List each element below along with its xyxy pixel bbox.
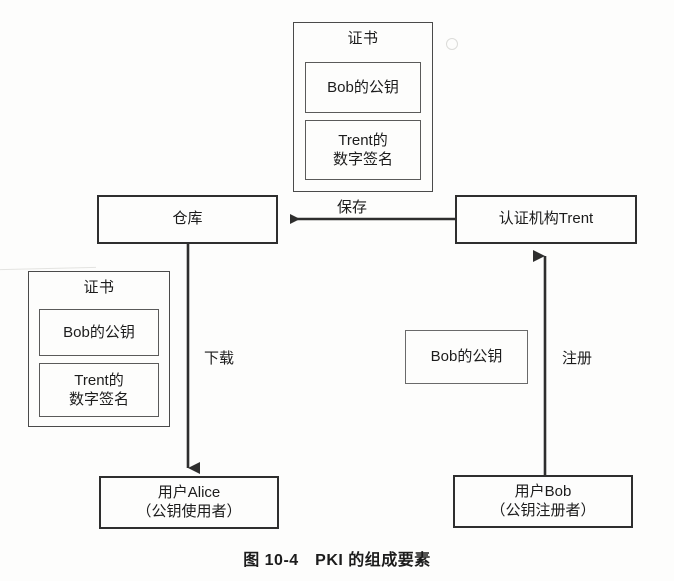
node-repository-label: 仓库 (172, 210, 203, 228)
node-certificate-authority[interactable]: 认证机构Trent (455, 195, 637, 244)
certificate-bottom-signature-label-line2: 数字签名 (68, 391, 129, 408)
node-user-bob-label-line1: 用户Bob (514, 482, 572, 500)
certificate-bottom-field-signature: Trent的 数字签名 (39, 363, 159, 417)
edge-label-download-text: 下载 (204, 350, 235, 367)
certificate-bottom-signature-label-line1: Trent的 (74, 371, 124, 389)
certificate-top-field-public-key: Bob的公钥 (305, 62, 421, 113)
bob-public-key-box: Bob的公钥 (405, 330, 528, 384)
node-user-alice-label-line2: （公钥使用者） (136, 502, 242, 520)
node-user-alice[interactable]: 用户Alice （公钥使用者） (99, 476, 279, 529)
scan-artifact (446, 38, 458, 50)
node-user-alice-label-line1: 用户Alice (157, 483, 221, 501)
certificate-top-title: 证书 (347, 30, 379, 47)
certificate-bottom-field-public-key: Bob的公钥 (39, 309, 159, 356)
node-user-bob-label-line2: （公钥注册者） (490, 501, 596, 519)
certificate-bottom-public-key-label: Bob的公钥 (63, 323, 135, 341)
edge-label-save: 保存 (337, 196, 367, 217)
figure-caption-text: 图 10-4 PKI 的组成要素 (243, 552, 431, 569)
figure-caption: 图 10-4 PKI 的组成要素 (0, 546, 674, 570)
scan-artifact (0, 266, 96, 271)
edge-label-save-text: 保存 (337, 199, 368, 216)
edge-label-register-text: 注册 (562, 350, 593, 367)
certificate-top-field-signature: Trent的 数字签名 (305, 120, 421, 180)
edge-label-download: 下载 (204, 347, 234, 368)
edge-label-register: 注册 (562, 347, 592, 368)
certificate-top-signature-label-line2: 数字签名 (332, 151, 393, 168)
certificate-top-public-key-label: Bob的公钥 (327, 78, 399, 96)
bob-public-key-label: Bob的公钥 (430, 347, 503, 365)
certificate-top-signature-label-line1: Trent的 (338, 131, 388, 149)
node-repository[interactable]: 仓库 (97, 195, 278, 244)
certificate-bottom-title: 证书 (83, 279, 115, 296)
node-user-bob[interactable]: 用户Bob （公钥注册者） (453, 475, 633, 528)
node-certificate-authority-label: 认证机构Trent (498, 210, 594, 228)
